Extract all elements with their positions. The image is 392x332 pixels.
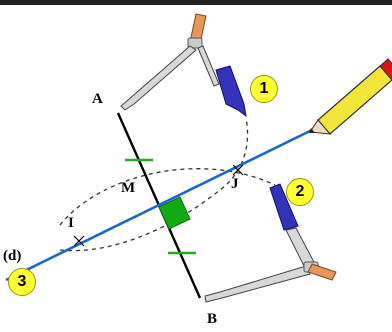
- top-border: [0, 0, 392, 5]
- compass-2-grip: [269, 183, 299, 231]
- compass-1-leg-left: [120, 45, 197, 111]
- compass-1-leg-right: [197, 45, 220, 87]
- intersection-marks: [73, 164, 244, 247]
- compass-icon: [120, 13, 247, 118]
- pencil-icon: [309, 58, 392, 135]
- arc-from-b: [59, 168, 276, 226]
- bisector-line-d: [5, 128, 313, 282]
- step-badge-3: 3: [8, 268, 36, 296]
- pencil-tip: [309, 119, 332, 135]
- compass-1-grip: [215, 65, 247, 118]
- compass-1-hinge: [187, 37, 203, 49]
- point-label-m: M: [121, 180, 136, 196]
- point-label-j: J: [231, 176, 239, 192]
- point-label-a: A: [92, 91, 103, 107]
- compass-icon: [204, 183, 337, 303]
- line-label-d: (d): [3, 248, 22, 264]
- compass-2-leg-left: [204, 265, 311, 303]
- compass-2-handle: [307, 263, 337, 281]
- point-label-i: I: [68, 215, 74, 231]
- step-badge-1: 1: [250, 75, 278, 103]
- pencil-body: [317, 65, 392, 135]
- pencil-lead: [309, 128, 315, 133]
- right-angle-marker: [158, 196, 191, 230]
- point-label-b: B: [207, 311, 218, 327]
- pencil-cap: [379, 58, 392, 81]
- arc-from-a: [59, 117, 249, 252]
- step-badge-2: 2: [286, 178, 314, 206]
- construction-arcs: [59, 117, 276, 252]
